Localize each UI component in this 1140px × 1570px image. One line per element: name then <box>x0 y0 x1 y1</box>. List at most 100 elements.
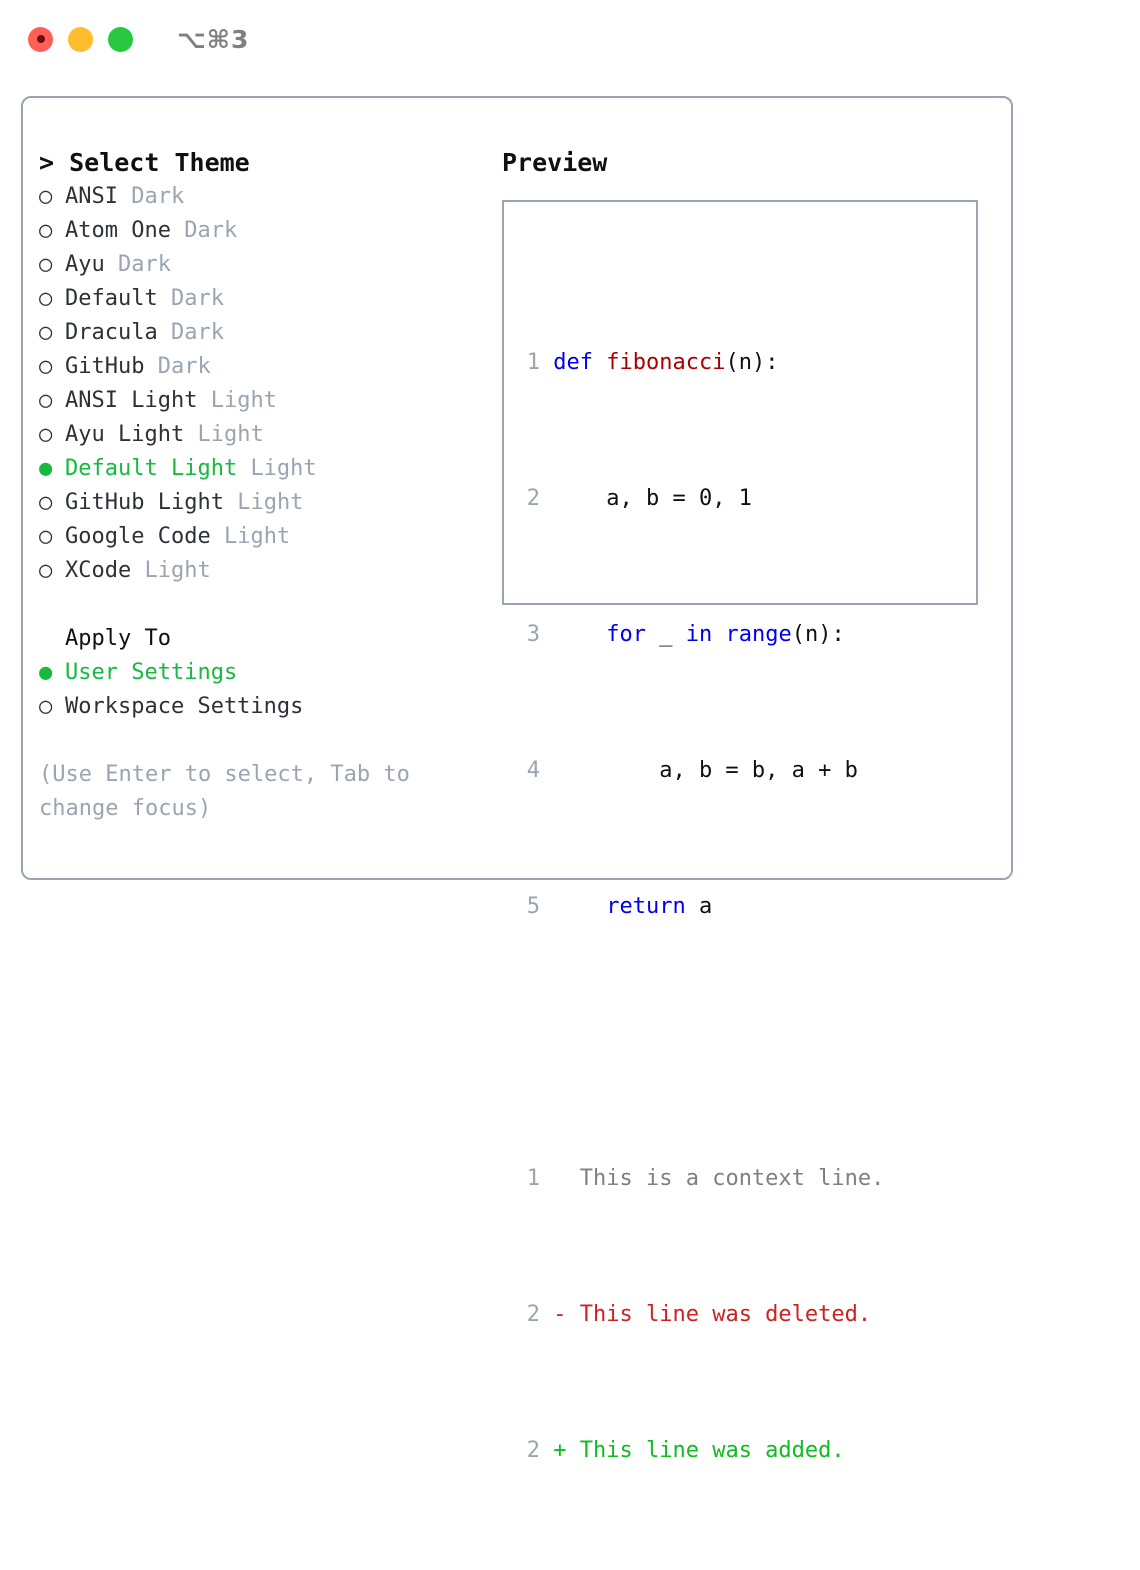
code-line: 5 return a <box>518 890 884 924</box>
radio-unselected-icon: ○ <box>39 286 53 311</box>
diff-line-context: 1 This is a context line. <box>518 1162 885 1196</box>
theme-option-dracula[interactable]: ○Dracula Dark <box>39 316 509 350</box>
theme-option-tag: Light <box>210 388 277 413</box>
maximize-button[interactable] <box>108 26 133 52</box>
window-title: ⌥⌘3 <box>177 24 250 54</box>
radio-unselected-icon: ○ <box>39 490 53 515</box>
theme-option-default-light[interactable]: ●Default Light Light <box>39 452 509 486</box>
code-token-plain: (n): <box>725 350 779 375</box>
diff-text: This line was added. <box>579 1438 845 1463</box>
theme-option-xcode[interactable]: ○ XCode Light <box>39 554 509 588</box>
diff-marker: + <box>553 1438 580 1463</box>
theme-option-label: Ayu Light <box>65 422 185 447</box>
code-token-keyword: return <box>606 894 686 919</box>
code-line: 3 for _ in range(n): <box>518 618 884 652</box>
theme-option-default[interactable]: ○ Default Dark <box>39 282 509 316</box>
theme-option-tag: Light <box>144 558 211 583</box>
theme-option-label: GitHub <box>65 354 145 379</box>
keyboard-hint: (Use Enter to select, Tab to change focu… <box>39 762 410 821</box>
code-line: 1 def fibonacci(n): <box>518 346 884 380</box>
line-number: 1 <box>526 350 540 375</box>
preview-column: Preview 1 def fibonacci(n): 2 a, b = 0, … <box>502 146 1002 1463</box>
code-line: 4 a, b = b, a + b <box>518 754 884 788</box>
radio-unselected-icon: ○ <box>39 694 53 719</box>
diff-line-added: 2 + This line was added. <box>518 1434 884 1468</box>
traffic-lights <box>28 26 133 52</box>
code-line: 2 a, b = 0, 1 <box>518 482 884 516</box>
theme-option-label: Google Code <box>65 524 211 549</box>
theme-selector-column: > Select Theme ○ ANSI Dark ○ Atom One Dark… <box>39 146 509 826</box>
code-token-function: fibonacci <box>606 350 726 375</box>
app-window: ⌥⌘3 > Select Theme ○ ANSI Dark ○ Atom One … <box>0 0 1140 1463</box>
radio-unselected-icon: ○ <box>39 558 53 583</box>
theme-option-tag: Dark <box>131 184 185 209</box>
theme-option-label: Default <box>65 286 158 311</box>
code-token-keyword: for <box>606 622 646 647</box>
line-number: 3 <box>526 622 540 647</box>
theme-option-ansi[interactable]: ○ ANSI Dark <box>39 180 509 214</box>
radio-unselected-icon: ○ <box>39 218 53 243</box>
code-token-plain <box>553 622 606 647</box>
code-token-keyword: in range <box>685 622 792 647</box>
diff-marker <box>553 1166 580 1191</box>
theme-option-github-light[interactable]: ○ GitHub Light Light <box>39 486 509 520</box>
theme-option-tag: Light <box>223 524 291 549</box>
apply-to-header: Apply To <box>65 626 171 651</box>
list-spacer <box>39 588 509 622</box>
minimize-button[interactable] <box>68 26 93 52</box>
preview-code: 1 def fibonacci(n): 2 a, b = 0, 1 3 for … <box>518 244 885 1570</box>
code-token-plain: a <box>685 894 713 919</box>
radio-unselected-icon: ○ <box>39 320 53 345</box>
diff-text: This line was deleted. <box>579 1302 872 1327</box>
theme-option-label: Default Light <box>65 456 238 481</box>
theme-option-tag: Dark <box>118 252 171 277</box>
theme-option-google-code[interactable]: ○ Google Code Light <box>39 520 509 554</box>
theme-option-label: ANSI Light <box>65 388 198 413</box>
line-number: 4 <box>526 758 540 783</box>
line-number: 2 <box>526 486 540 511</box>
apply-option-user-settings[interactable]: ●User Settings <box>39 656 509 690</box>
theme-option-tag: Light <box>237 490 304 515</box>
line-number: 2 <box>526 1438 540 1463</box>
theme-option-tag: Dark <box>157 354 211 379</box>
diff-marker: - <box>553 1302 580 1327</box>
code-token-plain: (n): <box>791 622 845 647</box>
line-number: 2 <box>526 1302 540 1327</box>
theme-option-label: XCode <box>65 558 132 583</box>
theme-option-tag: Light <box>197 422 264 447</box>
theme-option-label: GitHub Light <box>65 490 224 515</box>
radio-unselected-icon: ○ <box>39 354 53 379</box>
close-button[interactable] <box>28 26 53 52</box>
theme-option-tag: Dark <box>184 218 238 243</box>
theme-option-ayu-light[interactable]: ○ Ayu Light Light <box>39 418 509 452</box>
line-number: 5 <box>526 894 540 919</box>
code-token-plain: a, b = b, a + b <box>553 758 858 783</box>
theme-option-ansi-light[interactable]: ○ ANSI Light Light <box>39 384 509 418</box>
select-theme-header: > Select Theme <box>39 148 250 177</box>
radio-unselected-icon: ○ <box>39 524 53 549</box>
theme-option-atom-one[interactable]: ○ Atom One Dark <box>39 214 509 248</box>
line-number: 1 <box>526 1166 540 1191</box>
apply-option-workspace-settings[interactable]: ○ Workspace Settings <box>39 690 509 724</box>
radio-unselected-icon: ○ <box>39 252 53 277</box>
preview-box: 1 def fibonacci(n): 2 a, b = 0, 1 3 for … <box>502 200 978 1463</box>
radio-unselected-icon: ○ <box>39 388 53 413</box>
theme-option-tag: Dark <box>170 286 224 311</box>
code-token-plain: a, b = 0, 1 <box>553 486 752 511</box>
theme-option-label: Dracula <box>65 320 158 345</box>
theme-option-label: ANSI <box>65 184 118 209</box>
title-bar: ⌥⌘3 <box>0 0 1140 78</box>
theme-option-github[interactable]: ○ GitHub Dark <box>39 350 509 384</box>
code-token-plain: _ <box>645 622 686 647</box>
theme-option-label: Ayu <box>65 252 105 277</box>
diff-line-deleted: 2 - This line was deleted. <box>518 1298 884 1332</box>
preview-header: Preview <box>502 148 608 177</box>
radio-unselected-icon: ○ <box>39 184 53 209</box>
theme-option-label: Atom One <box>65 218 171 243</box>
code-token-keyword: def <box>553 350 607 375</box>
theme-option-ayu[interactable]: ○ Ayu Dark <box>39 248 509 282</box>
apply-option-label: User Settings <box>65 660 238 685</box>
radio-unselected-icon: ○ <box>39 422 53 447</box>
theme-option-tag: Light <box>250 456 317 481</box>
apply-option-label: Workspace Settings <box>65 694 304 719</box>
